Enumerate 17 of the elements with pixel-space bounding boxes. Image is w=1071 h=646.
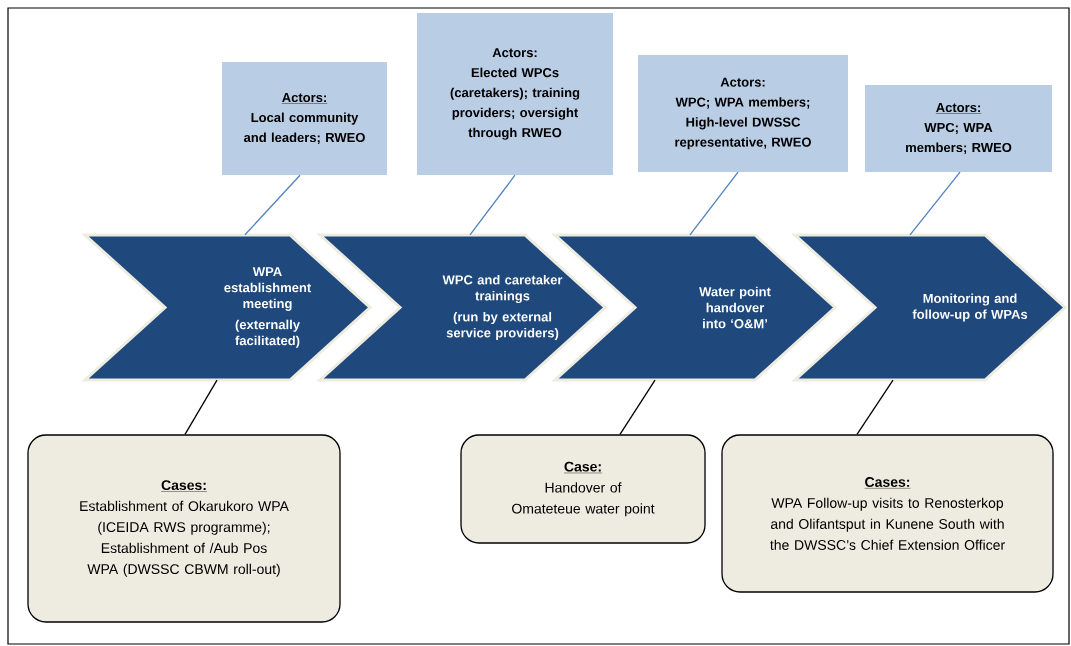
connector-line bbox=[619, 379, 656, 435]
actor-box: Actors: Elected WPCs (caretakers); training providers; oversight through RWEO bbox=[417, 13, 613, 175]
process-step: WPC and caretaker trainings (run by external service providers) bbox=[316, 233, 608, 382]
connector-line bbox=[909, 171, 961, 236]
actor-box: Actors: WPC; WPA members; RWEO bbox=[865, 85, 1052, 172]
process-step: WPA establishment meeting (externally facilitated) bbox=[81, 233, 373, 382]
connector-line bbox=[689, 171, 739, 236]
connector-line bbox=[244, 174, 301, 236]
connector-line bbox=[856, 379, 894, 435]
case-box: Case: Handover of Omateteue water point bbox=[460, 434, 706, 544]
process-step: Monitoring and follow-up of WPAs bbox=[791, 233, 1068, 382]
connector-line bbox=[469, 174, 516, 236]
actor-box: Actors: Local community and leaders; RWEO bbox=[222, 62, 387, 175]
actor-box: Actors: WPC; WPA members; High-level DWSSC representative, RWEO bbox=[638, 55, 848, 172]
connector-line bbox=[184, 379, 218, 435]
case-box: Cases: WPA Follow-up visits to Renosterkop and Olifantsput in Kunene South with the DWSSC’s Chief Extension Officer bbox=[721, 434, 1054, 593]
case-box: Cases: Establishment of Okarukoro WPA (ICEIDA RWS programme); Establishment of /Aub Pos WPA (DWSSC CBWM roll-out) bbox=[27, 434, 341, 623]
